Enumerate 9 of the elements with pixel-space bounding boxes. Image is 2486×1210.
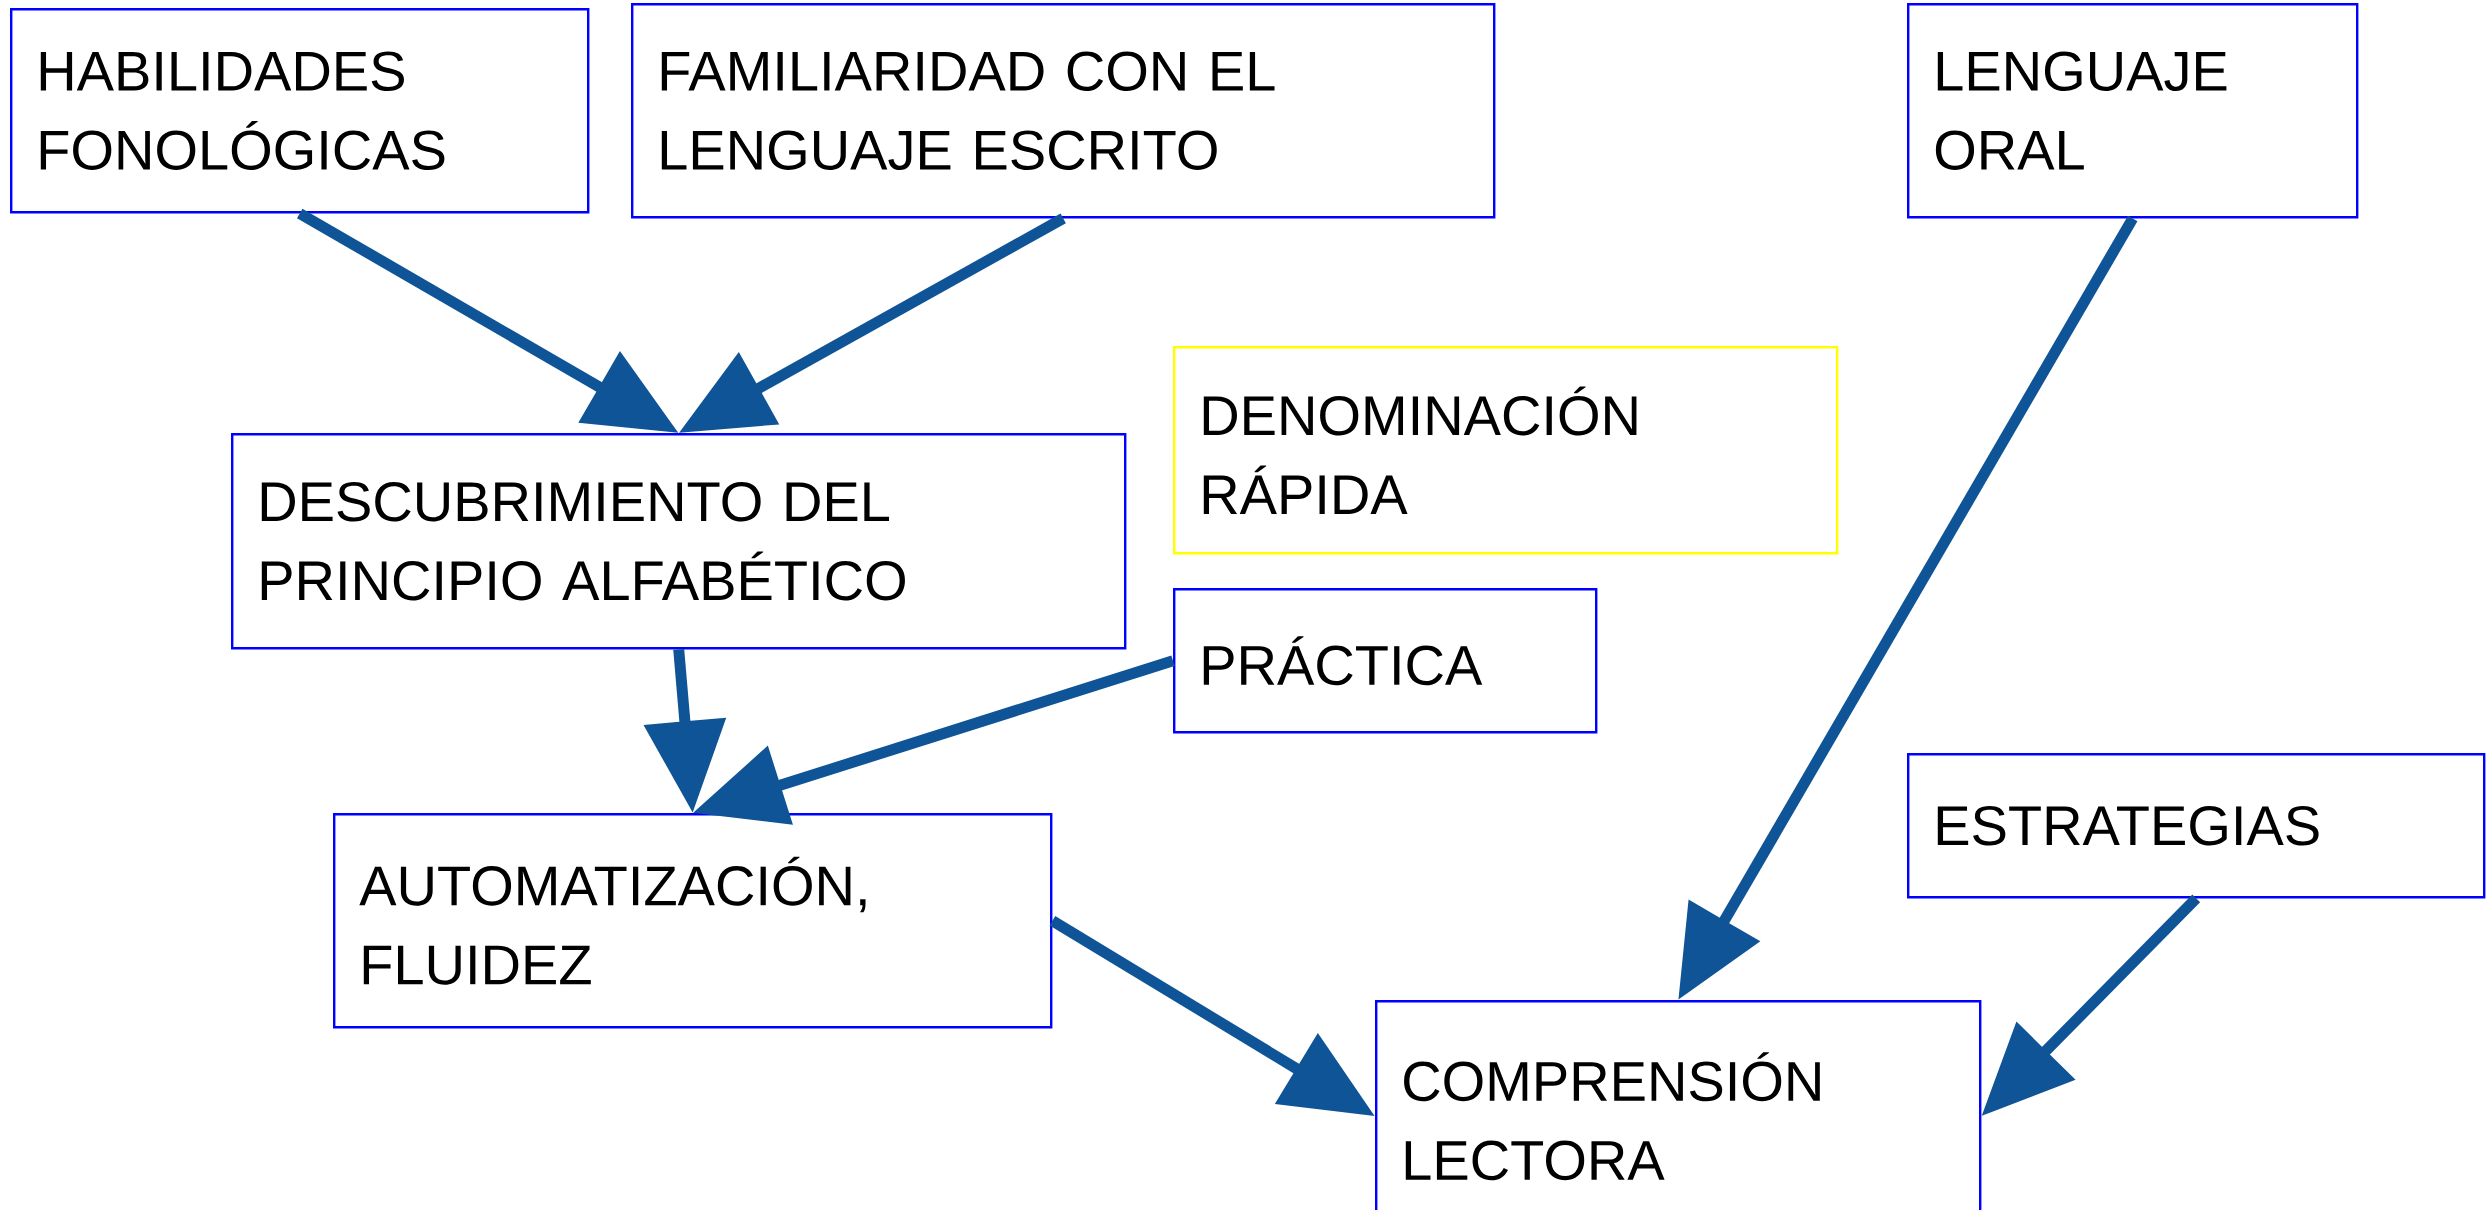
concept-box: LENGUAJE ORAL [1907,3,2359,219]
concept-box: ESTRATEGIAS [1907,753,2486,899]
concept-box: AUTOMATIZACIÓN, FLUIDEZ [333,813,1053,1029]
concept-box: FAMILIARIDAD CON EL LENGUAJE ESCRITO [631,3,1496,219]
concept-box: COMPRENSIÓN LECTORA [1375,1000,1982,1210]
concept-box: HABILIDADES FONOLÓGICAS [10,8,590,214]
concept-box: PRÁCTICA [1173,588,1598,734]
concept-box: DENOMINACIÓN RÁPIDA [1173,346,1839,555]
concept-box: DESCUBRIMIENTO DEL PRINCIPIO ALFABÉTICO [231,433,1127,650]
